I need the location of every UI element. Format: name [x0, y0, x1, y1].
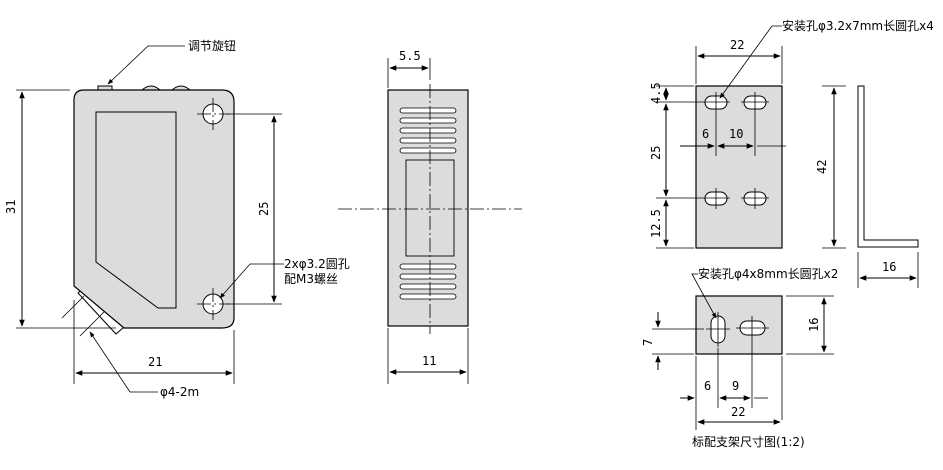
- side-top-slots: [399, 107, 457, 154]
- dim-front-height-label: 31: [4, 200, 18, 214]
- cable-label: φ4-2m: [160, 385, 199, 399]
- dim-b2-hole-y-label: 7: [641, 339, 655, 346]
- bracket-small: 安装孔φ4x8mm长圆孔x2 16 7 6 9 22 标配支架尺寸图(1:2): [641, 266, 838, 449]
- bracket-large: 安装孔φ3.2x7mm长圆孔x4 22 4.5 25 12.5 6 10 42: [649, 18, 934, 288]
- dim-b1-width-label: 22: [730, 38, 744, 52]
- hole-leader: [219, 263, 284, 299]
- dim-b2-pitch-label: 9: [732, 379, 739, 393]
- dim-b1-left-label: 6: [702, 127, 709, 141]
- dim-b2-width-label: 22: [731, 405, 745, 419]
- bracket-caption: 标配支架尺寸图(1:2): [692, 435, 805, 449]
- bracket-large-holes-label: 安装孔φ3.2x7mm长圆孔x4: [782, 18, 934, 33]
- dim-front-width-label: 21: [148, 355, 162, 369]
- bracket-large-slots: [702, 92, 769, 209]
- dim-b2-left-label: 6: [704, 379, 711, 393]
- bracket-large-leader: [719, 25, 782, 99]
- knob-leader: [107, 45, 185, 85]
- bracket-large-plate: [695, 85, 783, 249]
- sensor-window: [95, 111, 177, 309]
- holes-label-1: 2xφ3.2圆孔: [284, 257, 350, 271]
- dim-front-holes-label: 25: [257, 202, 271, 216]
- bracket-small-plate: [695, 295, 783, 355]
- side-bottom-slots: [399, 263, 457, 300]
- dim-b1-top-label: 4.5: [649, 82, 663, 104]
- dim-b1-height-label: 42: [815, 160, 829, 174]
- bracket-profile: [857, 85, 919, 248]
- dim-b1-foot-label: 16: [882, 260, 896, 274]
- dim-side-width-label: 11: [422, 354, 436, 368]
- dim-b1-pitch-h-label: 10: [729, 127, 743, 141]
- dim-side-top-label: 5.5: [399, 49, 421, 63]
- bracket-small-leader: [691, 273, 717, 319]
- holes-label-2: 配M3螺丝: [284, 272, 338, 286]
- cable-leader: [89, 331, 158, 393]
- front-view: 调节旋钮 31 25 2xφ3.2圆孔 配M3螺丝 21 φ4-2m: [4, 38, 350, 399]
- side-view: 5.5 11: [338, 49, 522, 384]
- dim-b2-height-label: 16: [807, 318, 821, 332]
- dim-b1-bottom-label: 12.5: [649, 209, 663, 238]
- knob-label: 调节旋钮: [188, 38, 236, 53]
- bracket-small-holes-label: 安装孔φ4x8mm长圆孔x2: [698, 266, 838, 281]
- dim-b1-pitch-v-label: 25: [649, 146, 663, 160]
